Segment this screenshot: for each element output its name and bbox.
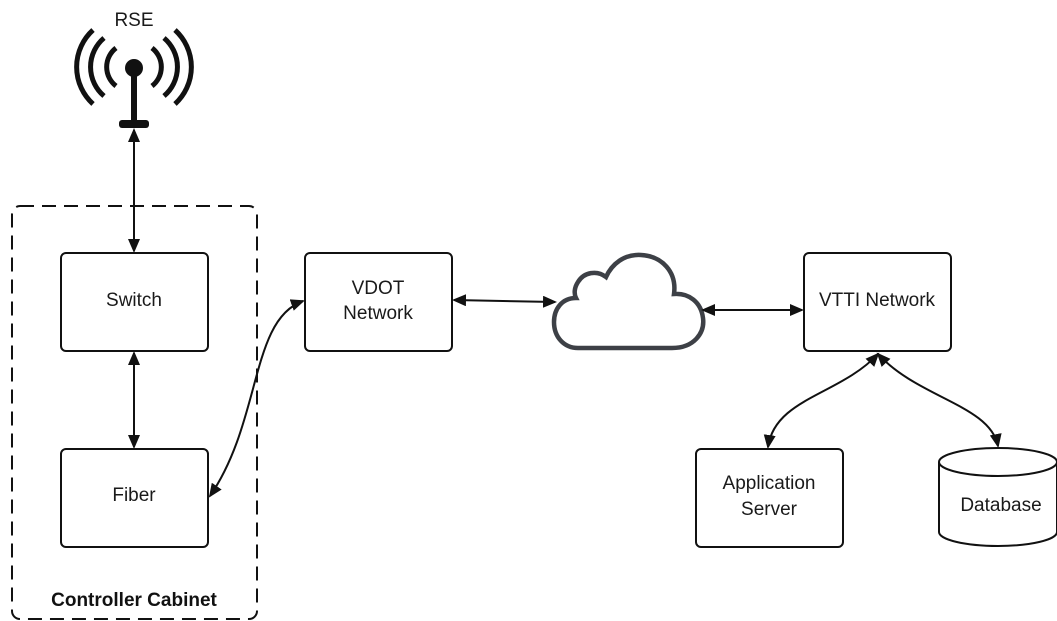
vtti-network-box [803,252,952,352]
rse-label: RSE [114,10,153,31]
vtti-network-node: VTTI Network [803,252,952,352]
vdot-network-node: VDOT Network [304,252,453,352]
vdot-label-line1: VDOT [352,278,405,299]
vdot-network-box [304,252,453,352]
rse-node: RSE [74,10,194,128]
antenna-icon [74,28,194,128]
connector-vtti-database [876,352,1002,448]
fiber-label: Fiber [112,485,156,506]
connector-vdot-cloud [452,294,557,308]
switch-label: Switch [106,290,162,311]
fiber-node: Fiber [60,448,209,548]
database-icon [938,447,1057,547]
connector-fiber-vdot [208,299,305,498]
database-label: Database [960,495,1041,516]
cabinet-label: Controller Cabinet [51,590,217,611]
vdot-label-line2: Network [343,303,413,324]
app-server-label-line2: Server [741,499,798,520]
database-node: Database [938,447,1057,547]
application-server-node: Application Server [695,448,844,548]
connectors [128,128,1002,498]
cloud-icon [551,252,706,351]
connector-vtti-app-server [763,352,880,449]
fiber-box [60,448,209,548]
application-server-box [695,448,844,548]
app-server-label-line1: Application [723,473,816,494]
vtti-label: VTTI Network [819,290,936,311]
switch-node: Switch [60,252,209,352]
